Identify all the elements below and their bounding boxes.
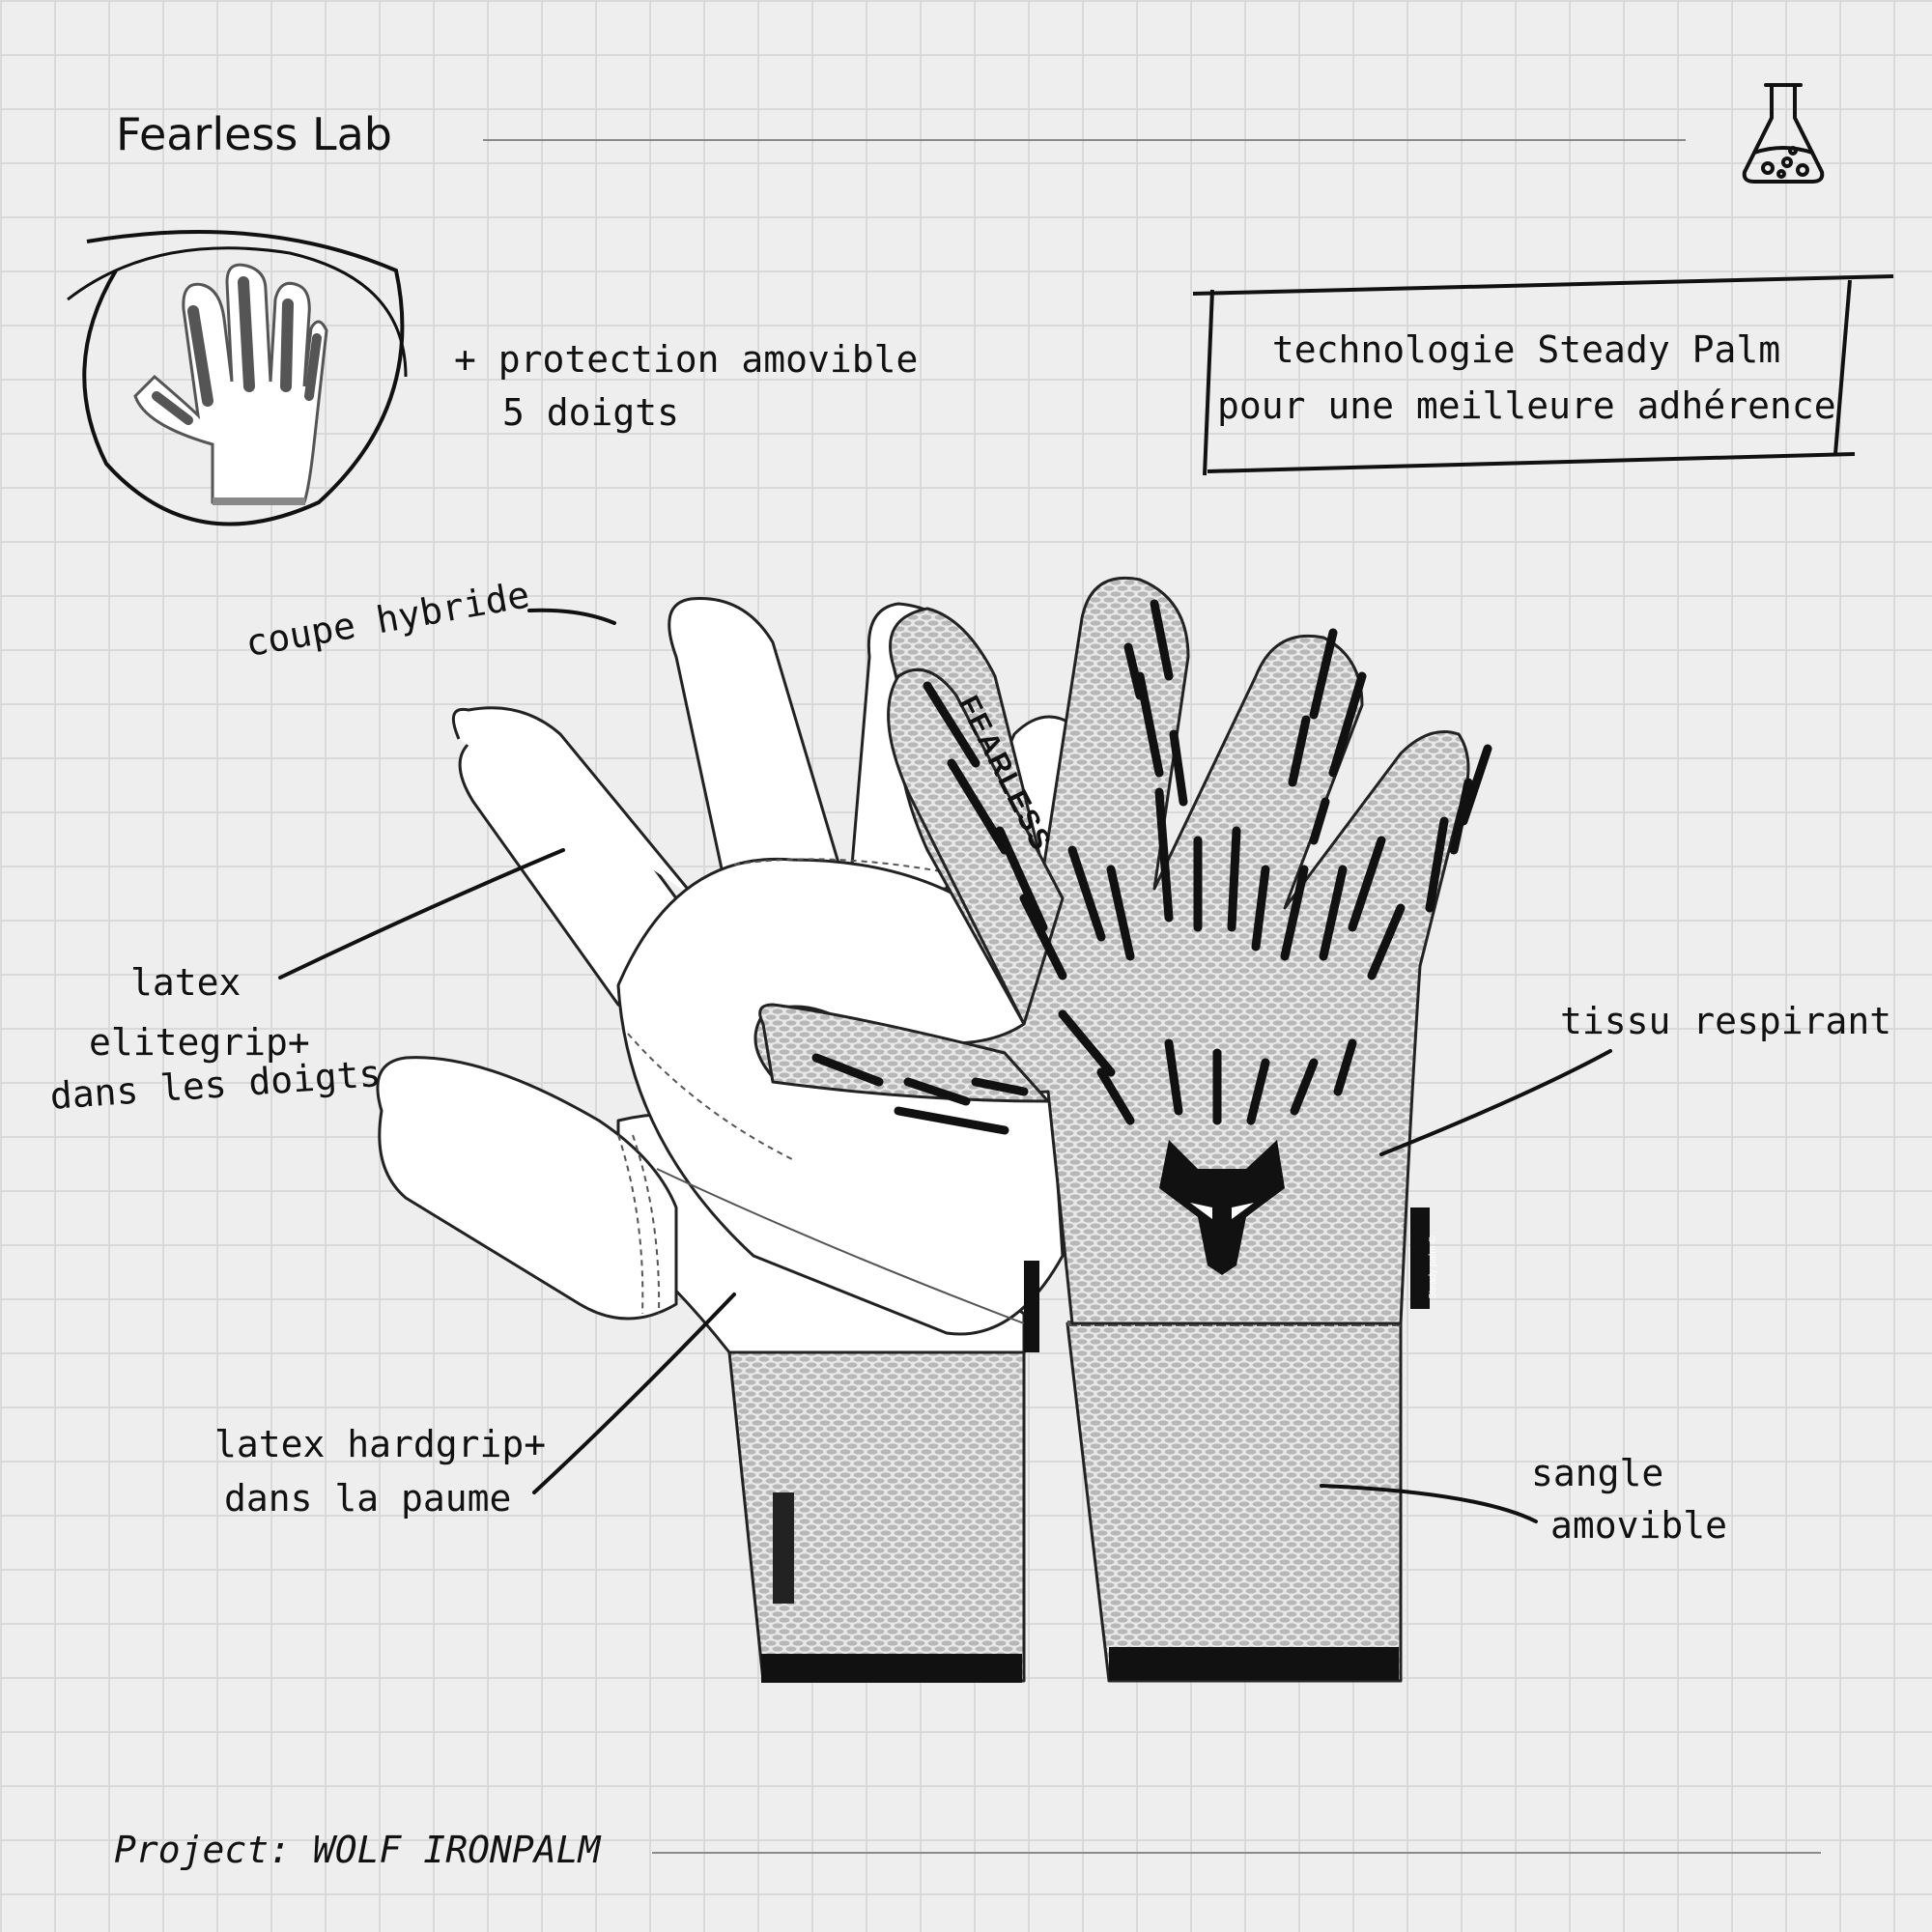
palm-glove: [376, 597, 1080, 1683]
back-glove: [753, 576, 1492, 1683]
brand-title: Fearless Lab: [116, 108, 392, 160]
strap-line1: sangle: [1531, 1452, 1664, 1494]
wolf-logo: [1159, 1140, 1285, 1275]
protection-line2: 5 doigts: [502, 391, 680, 434]
mini-glove: [133, 263, 328, 505]
latex-fingers-line1: latex: [130, 961, 242, 1004]
project-name: WOLF IRONPALM: [312, 1829, 601, 1871]
fabric-label: tissu respirant: [1560, 1000, 1892, 1042]
protection-line1: + protection amovible: [454, 338, 919, 381]
strap-line2: amovible: [1550, 1504, 1728, 1547]
palm-line2: dans la paume: [224, 1477, 512, 1520]
technology-line1: technologie Steady Palm: [1271, 328, 1781, 371]
palm-line1: latex hardgrip+: [214, 1423, 547, 1465]
header-rule: [483, 139, 1686, 141]
leader-lines: [278, 608, 1612, 1523]
project-label-text: Project:: [114, 1829, 292, 1871]
technology-box: [1192, 274, 1894, 476]
footer-rule: [652, 1852, 1821, 1854]
project-label: Project: WOLF IRONPALM: [114, 1829, 600, 1871]
inset-circle: [67, 230, 408, 526]
technology-line2: pour une meilleure adhérence: [1217, 384, 1836, 427]
latex-fingers-line2: elitegrip+: [89, 1021, 310, 1064]
flask-icon: [1742, 83, 1825, 184]
glove-steady-label: Steady palm ©: [1428, 1236, 1438, 1299]
